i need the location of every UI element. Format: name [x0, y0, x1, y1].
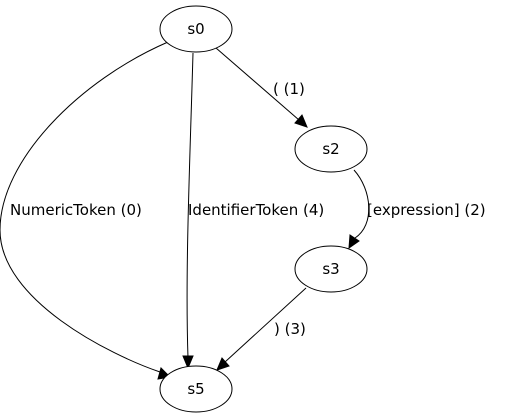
node-s0: s0 — [159, 5, 233, 53]
edge-s2-s3: [expression] (2) — [348, 169, 486, 250]
node-s3-label: s3 — [322, 260, 339, 278]
edge-s3-s5: ) (3) — [216, 287, 307, 371]
edge-s0-s5-identifier: IdentifierToken (4) — [182, 52, 324, 370]
edge-s2-s3-line — [353, 169, 370, 239]
node-s5-label: s5 — [187, 380, 204, 398]
edge-s0-s2-line — [215, 47, 300, 121]
edge-s0-s5-numeric-label: NumericToken (0) — [10, 201, 142, 219]
node-s2-ellipse — [294, 125, 368, 173]
edge-s0-s5-numeric-line — [0, 41, 169, 373]
edge-s0-s5-identifier-line — [186, 52, 194, 359]
node-s2-label: s2 — [322, 140, 339, 158]
edge-s0-s2-label: ( (1) — [273, 80, 305, 98]
edge-s3-s5-arrowhead — [216, 357, 230, 371]
node-s5-ellipse — [159, 365, 233, 413]
edge-s0-s2: ( (1) — [215, 47, 308, 128]
edge-s0-s5-identifier-arrowhead — [182, 355, 194, 370]
node-s3-ellipse — [294, 245, 368, 293]
node-s3: s3 — [294, 245, 368, 293]
node-s2: s2 — [294, 125, 368, 173]
edge-s0-s5-identifier-label: IdentifierToken (4) — [188, 201, 324, 219]
edge-s2-s3-arrowhead — [348, 234, 360, 250]
edge-s3-s5-line — [224, 287, 307, 363]
edge-s0-s2-arrowhead — [294, 114, 308, 128]
node-s0-ellipse — [159, 5, 233, 53]
edge-s3-s5-label: ) (3) — [274, 320, 306, 338]
edge-s0-s5-numeric: NumericToken (0) — [0, 41, 172, 380]
node-s5: s5 — [159, 365, 233, 413]
edge-s2-s3-label: [expression] (2) — [367, 201, 486, 219]
node-s0-label: s0 — [187, 20, 204, 38]
